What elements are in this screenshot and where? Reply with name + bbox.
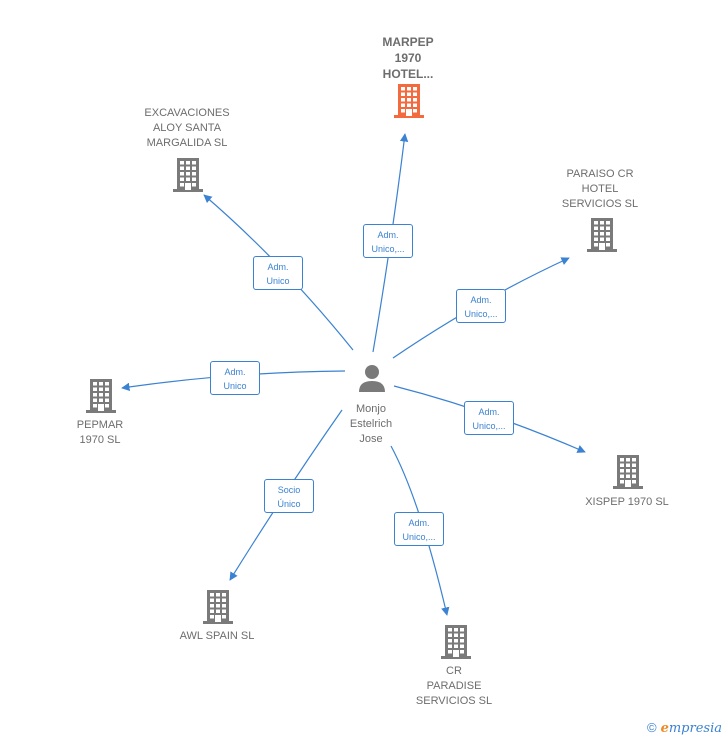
company-node-paraiso[interactable]: [586, 217, 618, 258]
company-node-awl[interactable]: [202, 589, 234, 630]
company-node-excavaciones[interactable]: [172, 157, 204, 198]
brand-footer: ©empresia: [647, 720, 722, 736]
company-name-marpep[interactable]: MARPEP 1970 HOTEL...: [382, 35, 434, 81]
brand-logo-e: e: [660, 721, 669, 736]
company-node-pepmar[interactable]: [85, 378, 117, 419]
relation-label-paraiso[interactable]: Adm. Unico,...: [456, 289, 506, 323]
company-node-marpep[interactable]: [393, 83, 425, 124]
building-icon: [86, 379, 116, 413]
company-name-excavaciones[interactable]: EXCAVACIONES ALOY SANTA MARGALIDA SL: [144, 107, 230, 149]
building-icon: [441, 625, 471, 659]
company-name-cr_paradise[interactable]: CR PARADISE SERVICIOS SL: [415, 665, 493, 707]
building-icon: [173, 158, 203, 192]
relation-label-awl[interactable]: Socio Único: [264, 479, 314, 513]
building-icon: [613, 455, 643, 489]
center-person-node[interactable]: [357, 363, 387, 398]
person-icon: [359, 365, 385, 392]
company-node-xispep[interactable]: [612, 454, 644, 495]
company-name-xispep[interactable]: XISPEP 1970 SL: [585, 496, 669, 508]
relation-label-excavaciones[interactable]: Adm. Unico: [253, 256, 303, 290]
building-icon: [203, 590, 233, 624]
building-icon: [587, 218, 617, 252]
company-name-paraiso[interactable]: PARAISO CR HOTEL SERVICIOS SL: [561, 168, 639, 210]
company-node-cr_paradise[interactable]: [440, 624, 472, 665]
relation-label-marpep[interactable]: Adm. Unico,...: [363, 224, 413, 258]
center-person-name[interactable]: Monjo Estelrich Jose: [349, 403, 393, 445]
building-icon: [394, 84, 424, 118]
brand-logo-text: mpresia: [668, 721, 722, 736]
relation-label-pepmar[interactable]: Adm. Unico: [210, 361, 260, 395]
copyright-icon: ©: [646, 720, 657, 735]
company-name-pepmar[interactable]: PEPMAR 1970 SL: [76, 419, 124, 446]
relation-label-xispep[interactable]: Adm. Unico,...: [464, 401, 514, 435]
company-name-awl[interactable]: AWL SPAIN SL: [179, 630, 255, 642]
relation-label-cr_paradise[interactable]: Adm. Unico,...: [394, 512, 444, 546]
